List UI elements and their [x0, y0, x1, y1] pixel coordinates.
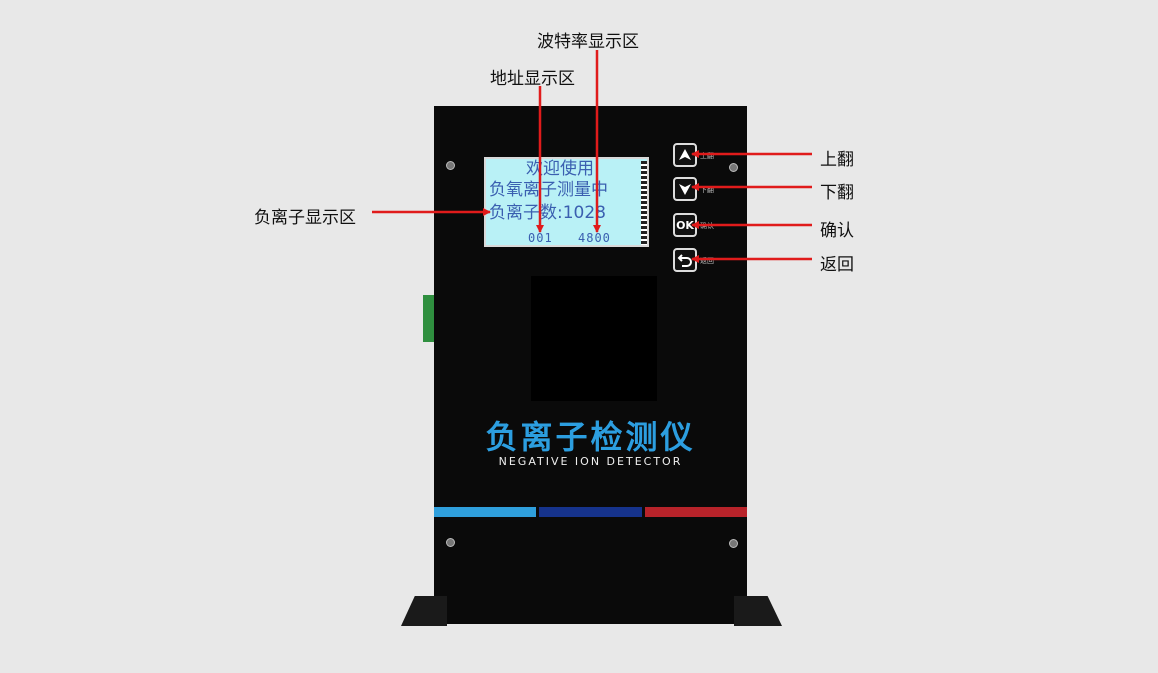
callout-negative-ion: 负离子显示区	[254, 208, 356, 228]
back-tag: 返回	[700, 257, 714, 265]
lcd-address-value: 001	[528, 231, 553, 245]
lcd-welcome-line: 欢迎使用	[526, 159, 594, 179]
stripe-dark-blue	[539, 507, 642, 517]
callout-back: 返回	[820, 255, 854, 275]
lcd-ion-count-line: 负离子数:1028	[489, 203, 606, 223]
arrow-up-icon	[679, 149, 691, 160]
lcd-edge-strip	[641, 161, 647, 245]
wiring-terminal	[423, 295, 434, 342]
screw-icon	[446, 161, 455, 170]
screw-icon	[729, 163, 738, 172]
lcd-screen: 欢迎使用 负氧离子测量中 负离子数:1028 001 4800	[484, 157, 649, 247]
brand-name-english: NEGATIVE ION DETECTOR	[498, 455, 683, 468]
stripe-light-blue	[434, 507, 536, 517]
callout-address: 地址显示区	[490, 69, 575, 89]
ok-label: OK	[676, 218, 694, 232]
callout-page-down: 下翻	[820, 183, 854, 203]
lcd-measuring-line: 负氧离子测量中	[489, 180, 608, 200]
arrow-down-icon	[679, 184, 691, 195]
page-up-tag: 上翻	[700, 152, 714, 160]
callout-page-up: 上翻	[820, 150, 854, 170]
brand-name-chinese: 负离子检测仪	[485, 418, 696, 456]
screw-icon	[729, 539, 738, 548]
sensor-window	[531, 276, 657, 401]
lcd-baud-value: 4800	[578, 231, 611, 245]
page-down-tag: 下翻	[700, 186, 714, 194]
callout-baud-rate: 波特率显示区	[537, 32, 639, 52]
stripe-red	[645, 507, 747, 517]
screw-icon	[446, 538, 455, 547]
callout-confirm: 确认	[820, 221, 854, 241]
